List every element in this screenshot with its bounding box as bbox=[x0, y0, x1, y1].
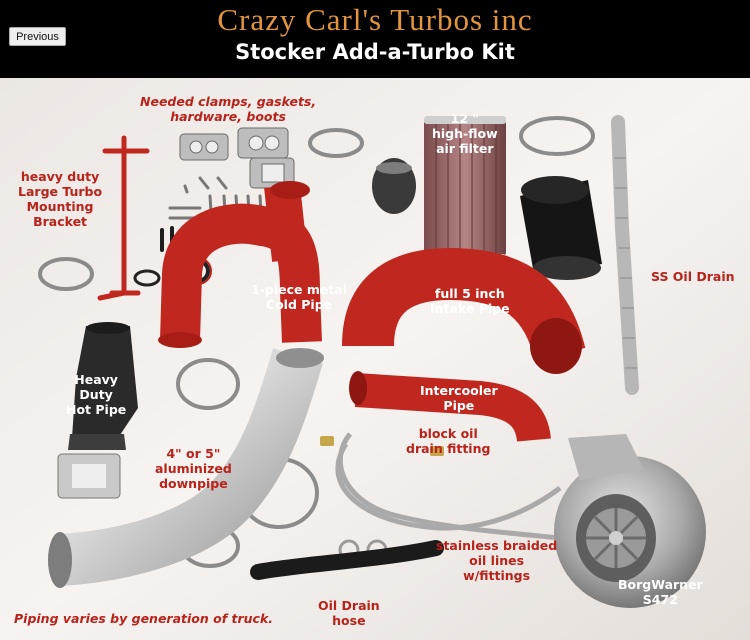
label-footer-note: Piping varies by generation of truck. bbox=[14, 611, 274, 626]
silicone-boot bbox=[520, 176, 602, 280]
intake-pipe bbox=[342, 247, 586, 361]
label-hot-pipe: Heavy Duty Hot Pipe bbox=[66, 372, 127, 417]
header-bar: Crazy Carl's Turbos inc Stocker Add-a-Tu… bbox=[0, 0, 750, 78]
intercooler-pipe bbox=[354, 373, 551, 443]
hot-pipe bbox=[68, 322, 138, 450]
braided-oil-lines bbox=[335, 432, 562, 541]
product-photo: Needed clamps, gaskets, hardware, boots … bbox=[0, 78, 750, 640]
label-turbo: BorgWarner S472 bbox=[618, 577, 703, 607]
label-air-filter: 12 " high-flow air filter bbox=[432, 111, 498, 156]
breather-filter bbox=[372, 158, 416, 214]
label-oil-lines: stainless braided oil lines w/fittings bbox=[436, 538, 558, 583]
label-block-oil-fitting: block oil drain fitting bbox=[406, 426, 491, 456]
label-ss-oil-drain: SS Oil Drain bbox=[651, 269, 735, 284]
exhaust-gasket bbox=[57, 453, 121, 499]
label-oil-drain-hose: Oil Drain hose bbox=[318, 598, 380, 628]
turbocharger bbox=[554, 434, 706, 608]
oil-drain-hose bbox=[250, 540, 444, 580]
label-cold-pipe: 1-piece metal Cold Pipe bbox=[251, 282, 348, 312]
label-bracket: heavy duty Large Turbo Mounting Bracket bbox=[18, 169, 103, 229]
label-intercooler-pipe: Intercooler Pipe bbox=[420, 383, 498, 413]
cold-pipe bbox=[160, 203, 322, 343]
downpipe bbox=[58, 348, 323, 586]
flange-gaskets bbox=[179, 127, 295, 189]
label-intake-pipe: full 5 inch Intake Pipe bbox=[430, 286, 510, 316]
kit-title: Stocker Add-a-Turbo Kit bbox=[235, 40, 515, 64]
ss-oil-drain bbox=[611, 115, 639, 395]
mounting-bracket bbox=[97, 135, 150, 301]
brand-title: Crazy Carl's Turbos inc bbox=[217, 2, 533, 37]
oil-fittings bbox=[320, 436, 444, 456]
label-downpipe: 4" or 5" aluminized downpipe bbox=[155, 446, 232, 491]
label-clamps: Needed clamps, gaskets, hardware, boots bbox=[140, 94, 317, 124]
previous-button[interactable]: Previous bbox=[9, 27, 66, 46]
